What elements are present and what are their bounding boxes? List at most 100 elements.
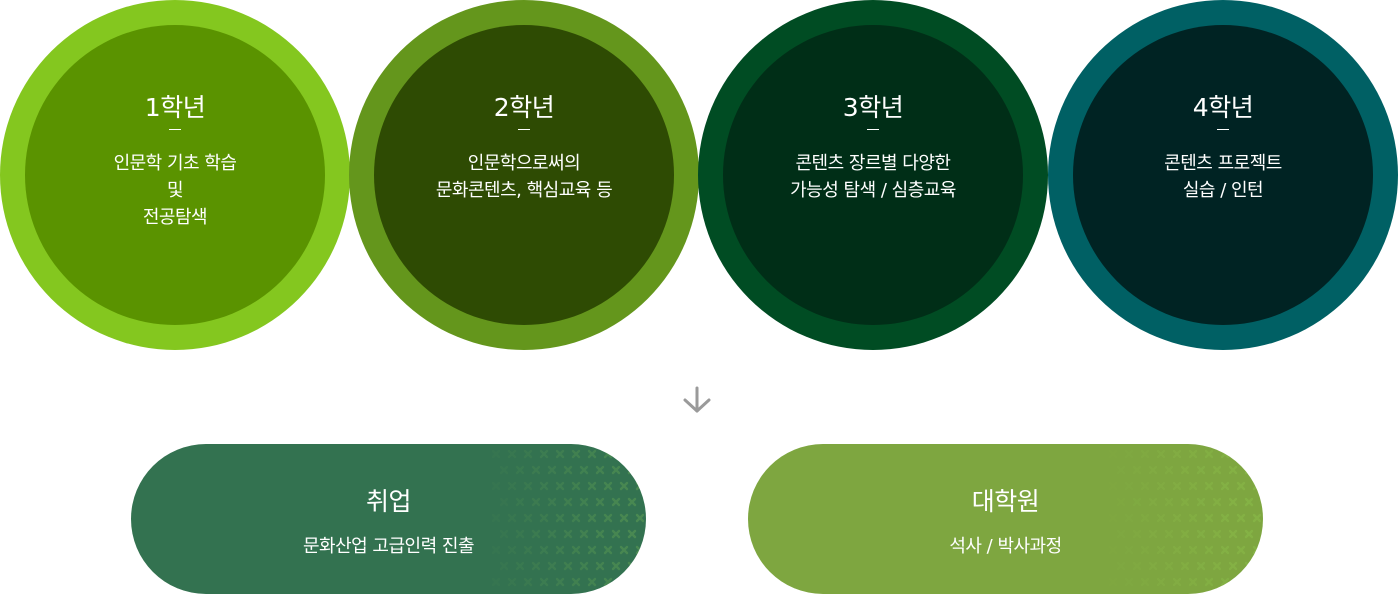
stage-circle-year-1: 1학년 인문학 기초 학습 및 전공탐색 [0,0,350,350]
cross-mark [611,529,621,539]
outcome-title: 취업 [365,487,412,516]
cross-mark [1196,497,1206,507]
cross-mark [1196,529,1206,539]
stage-description: 콘텐츠 장르별 다양한 가능성 탐색 / 심층교육 [718,150,1028,204]
cross-mark [507,449,517,459]
cross-mark [1236,449,1246,459]
cross-mark [1220,513,1230,523]
cross-mark [1180,561,1190,571]
cross-mark [627,465,637,475]
cross-mark [1164,529,1174,539]
stage-divider [867,129,879,130]
cross-mark [507,481,517,491]
cross-mark [547,561,557,571]
cross-mark [555,545,565,555]
cross-mark [563,497,573,507]
cross-mark [1228,497,1238,507]
stage-description-line: 실습 / 인턴 [1182,180,1264,201]
stage-year-label: 4학년 [1192,93,1254,122]
stage-year-label: 2학년 [493,93,555,122]
cross-mark [611,465,621,475]
cross-mark [1124,449,1134,459]
cross-mark [1110,579,1116,585]
cross-mark [595,529,605,539]
cross-mark [1220,545,1230,555]
stage-circle-inner [25,25,325,325]
cross-mark [627,561,637,571]
cross-mark [523,513,533,523]
cross-pattern-decoration [1110,449,1262,587]
stage-description-line: 및 [166,180,184,201]
outcome-graduate-school: 대학원 석사 / 박사과정 [748,444,1263,594]
cross-mark [1244,465,1254,475]
stage-description: 콘텐츠 프로젝트 실습 / 인턴 [1068,150,1378,204]
cross-mark [1220,577,1230,587]
arrow-down-icon [683,386,711,413]
cross-mark [635,449,645,459]
cross-mark [1252,481,1262,491]
cross-mark [501,563,507,569]
cross-mark [587,577,597,587]
cross-mark [1140,577,1150,587]
cross-mark [1196,465,1206,475]
cross-mark [579,497,589,507]
cross-mark [1204,481,1214,491]
cross-mark [515,465,525,475]
stage-description-line: 문화콘텐츠, 핵심교육 등 [435,180,613,201]
cross-mark [523,449,533,459]
cross-mark [603,577,613,587]
cross-mark [571,449,581,459]
cross-mark [1156,545,1166,555]
cross-mark [1180,465,1190,475]
cross-mark [1140,481,1150,491]
cross-mark [1204,513,1214,523]
cross-mark [1188,513,1198,523]
stage-description: 인문학으로써의 문화콘텐츠, 핵심교육 등 [369,150,679,204]
cross-mark [1212,497,1222,507]
cross-mark [1118,563,1124,569]
cross-mark [539,545,549,555]
cross-mark [1252,513,1262,523]
cross-mark [539,449,549,459]
cross-mark [555,577,565,587]
stage-circle-year-2: 2학년 인문학으로써의 문화콘텐츠, 핵심교육 등 [349,0,699,350]
cross-mark [1148,561,1158,571]
cross-mark [619,481,629,491]
cross-mark [619,545,629,555]
cross-mark [1156,513,1166,523]
cross-mark [571,481,581,491]
cross-mark [1110,451,1116,457]
cross-mark [1172,513,1182,523]
cross-mark [1124,577,1134,587]
cross-mark [555,513,565,523]
cross-mark [493,451,499,457]
cross-mark [1156,481,1166,491]
stage-year-label: 3학년 [842,93,904,122]
cross-mark [1124,513,1134,523]
stage-description: 인문학 기초 학습 및 전공탐색 [20,150,330,231]
cross-mark [1236,577,1246,587]
cross-mark [1132,529,1142,539]
cross-mark [579,465,589,475]
cross-mark [1212,465,1222,475]
cross-mark [579,529,589,539]
cross-mark [1204,449,1214,459]
cross-mark [539,577,549,587]
stage-description-line: 콘텐츠 장르별 다양한 [795,153,951,174]
cross-mark [1164,561,1174,571]
cross-mark [627,529,637,539]
cross-mark [1236,545,1246,555]
cross-mark [1236,481,1246,491]
cross-mark [1124,545,1134,555]
cross-mark [1212,561,1222,571]
cross-mark [1140,513,1150,523]
cross-mark [611,497,621,507]
cross-mark [635,513,645,523]
outcome-title: 대학원 [971,487,1040,516]
stage-circle-inner [723,25,1023,325]
outcome-employment: 취업 문화산업 고급인력 진출 [131,444,646,594]
cross-mark [595,561,605,571]
cross-mark [555,481,565,491]
stage-circle-year-4: 4학년 콘텐츠 프로젝트 실습 / 인턴 [1048,0,1398,350]
cross-mark [1172,449,1182,459]
